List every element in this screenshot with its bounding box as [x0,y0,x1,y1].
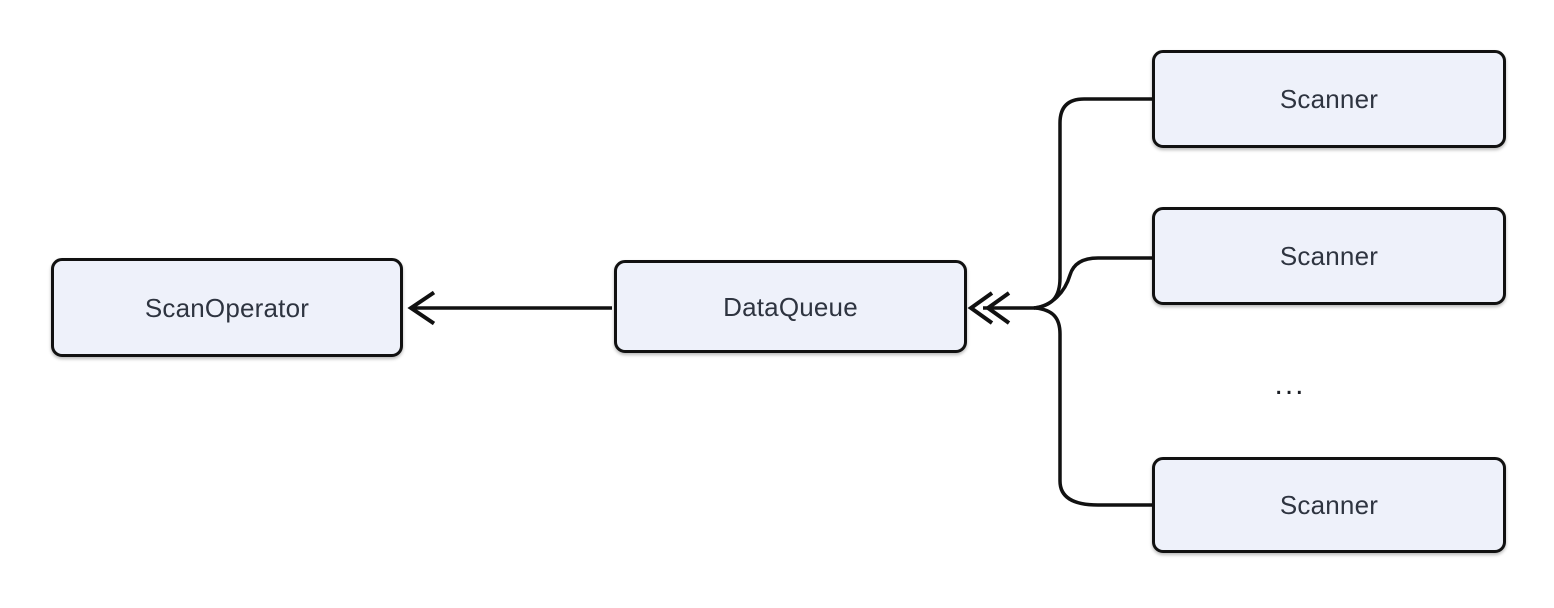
edge-scanner3-branch [1035,306,1152,507]
single-chevron-arrowhead-icon [407,290,436,326]
node-data-queue: DataQueue [614,260,967,353]
double-chevron-arrowhead-back-icon [984,291,1011,325]
node-scan-operator: ScanOperator [51,258,403,357]
node-scanner-3: Scanner [1152,457,1506,553]
node-scanner-2: Scanner [1152,207,1506,305]
node-data-queue-label: DataQueue [723,291,858,322]
node-scanner-3-label: Scanner [1279,490,1379,520]
more-scanners-ellipsis: ... [1274,368,1306,401]
edge-scanner1-branch [1033,97,1152,310]
node-scanner-1: Scanner [1152,50,1506,148]
edge-scanner2-branch [1033,256,1152,310]
node-scanner-1-label: Scanner [1279,84,1379,114]
node-scanner-2-label: Scanner [1279,241,1379,271]
node-scan-operator-label: ScanOperator [144,292,310,323]
double-chevron-arrowhead-front-icon [967,291,994,325]
